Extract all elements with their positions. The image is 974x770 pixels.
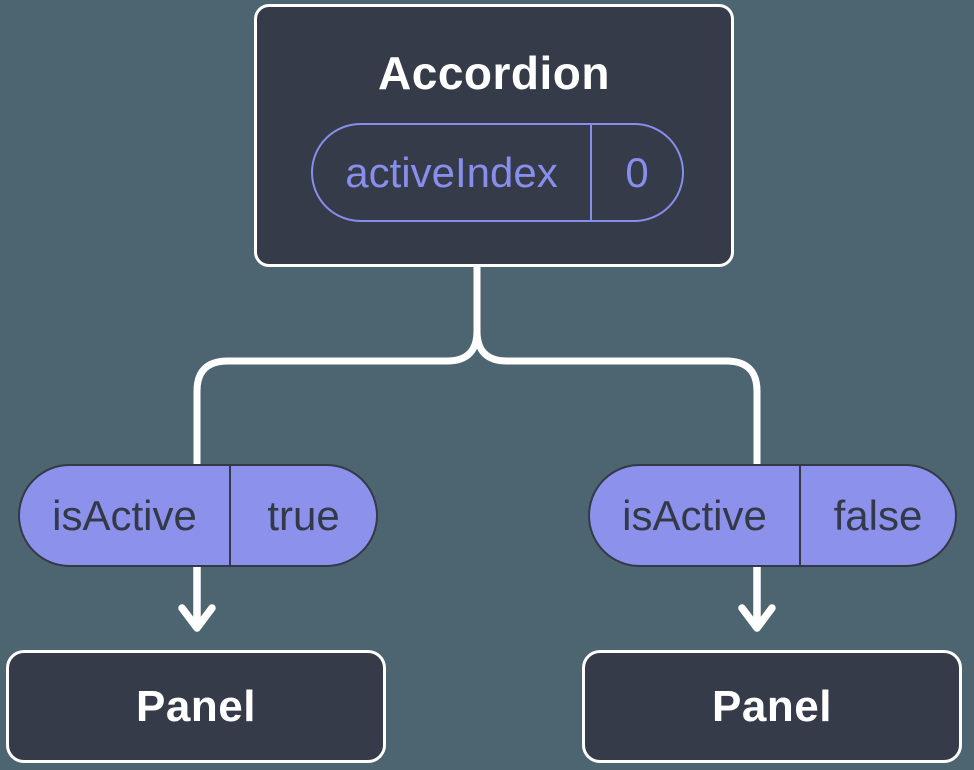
state-pill-activeindex: activeIndex 0 [311,123,684,222]
arrow-head [178,604,216,632]
accordion-node-title: Accordion [378,47,610,99]
state-pill-value: 0 [625,148,649,196]
prop-pill-isactive-left: isActive true [18,464,378,567]
prop-pill-isactive-right: isActive false [588,464,957,567]
prop-pill-value: false [833,491,923,539]
panel-node-right: Panel [582,650,962,763]
panel-node-title: Panel [712,681,832,731]
panel-node-title: Panel [136,681,256,731]
panel-node-left: Panel [6,650,386,763]
accordion-node: Accordion activeIndex 0 [254,4,734,267]
branch-line-left [193,266,481,464]
prop-pill-name: isActive [20,466,231,565]
branch-line-right [473,266,761,464]
arrow-head [738,604,776,632]
prop-pill-value: true [267,491,340,539]
down-arrow-icon-left [178,562,216,632]
down-arrow-icon-right [738,562,776,632]
prop-pill-name: isActive [590,466,801,565]
state-pill-name: activeIndex [313,125,592,220]
